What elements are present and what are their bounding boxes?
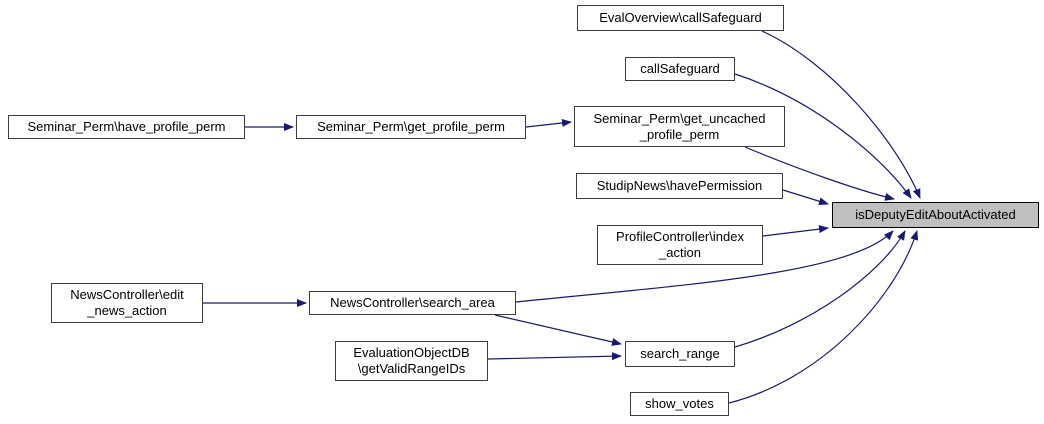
node-evaluation-object-db-get-valid-range-ids[interactable]: EvaluationObjectDB \getValidRangeIDs bbox=[335, 341, 488, 381]
node-seminar-perm-have-profile-perm[interactable]: Seminar_Perm\have_profile_perm bbox=[8, 115, 245, 139]
edge-show-votes-to-focus bbox=[728, 230, 919, 404]
node-studipnews-have-permission[interactable]: StudipNews\havePermission bbox=[576, 173, 783, 199]
node-seminar-perm-get-uncached-profile-perm[interactable]: Seminar_Perm\get_uncached _profile_perm bbox=[574, 106, 785, 147]
edge-have-permission-to-focus bbox=[782, 189, 829, 206]
edge-index-action-to-focus bbox=[762, 225, 829, 237]
node-profile-controller-index-action[interactable]: ProfileController\index _action bbox=[597, 225, 763, 265]
node-news-controller-search-area[interactable]: NewsController\search_area bbox=[309, 291, 516, 315]
node-call-safeguard[interactable]: callSafeguard bbox=[625, 57, 735, 81]
node-news-controller-edit-news-action[interactable]: NewsController\edit _news_action bbox=[51, 283, 203, 323]
node-show-votes[interactable]: show_votes bbox=[630, 392, 729, 416]
edge-eval-overview-call-safeguard-to-focus bbox=[761, 30, 921, 199]
edge-search-area-to-search-range bbox=[494, 314, 622, 346]
node-search-range[interactable]: search_range bbox=[625, 341, 735, 367]
edge-call-safeguard-to-focus bbox=[734, 73, 912, 199]
node-is-deputy-edit-about-activated: isDeputyEditAboutActivated bbox=[832, 202, 1039, 228]
edge-get-profile-perm-to-get-uncached-profile-perm bbox=[525, 119, 572, 128]
edge-get-valid-range-ids-to-search-range bbox=[487, 352, 622, 361]
edge-search-area-to-focus bbox=[515, 230, 894, 303]
node-seminar-perm-get-profile-perm[interactable]: Seminar_Perm\get_profile_perm bbox=[296, 115, 526, 139]
node-eval-overview-call-safeguard[interactable]: EvalOverview\callSafeguard bbox=[577, 5, 784, 31]
edge-search-range-to-focus bbox=[734, 230, 906, 348]
edge-get-uncached-profile-perm-to-focus bbox=[744, 146, 895, 201]
